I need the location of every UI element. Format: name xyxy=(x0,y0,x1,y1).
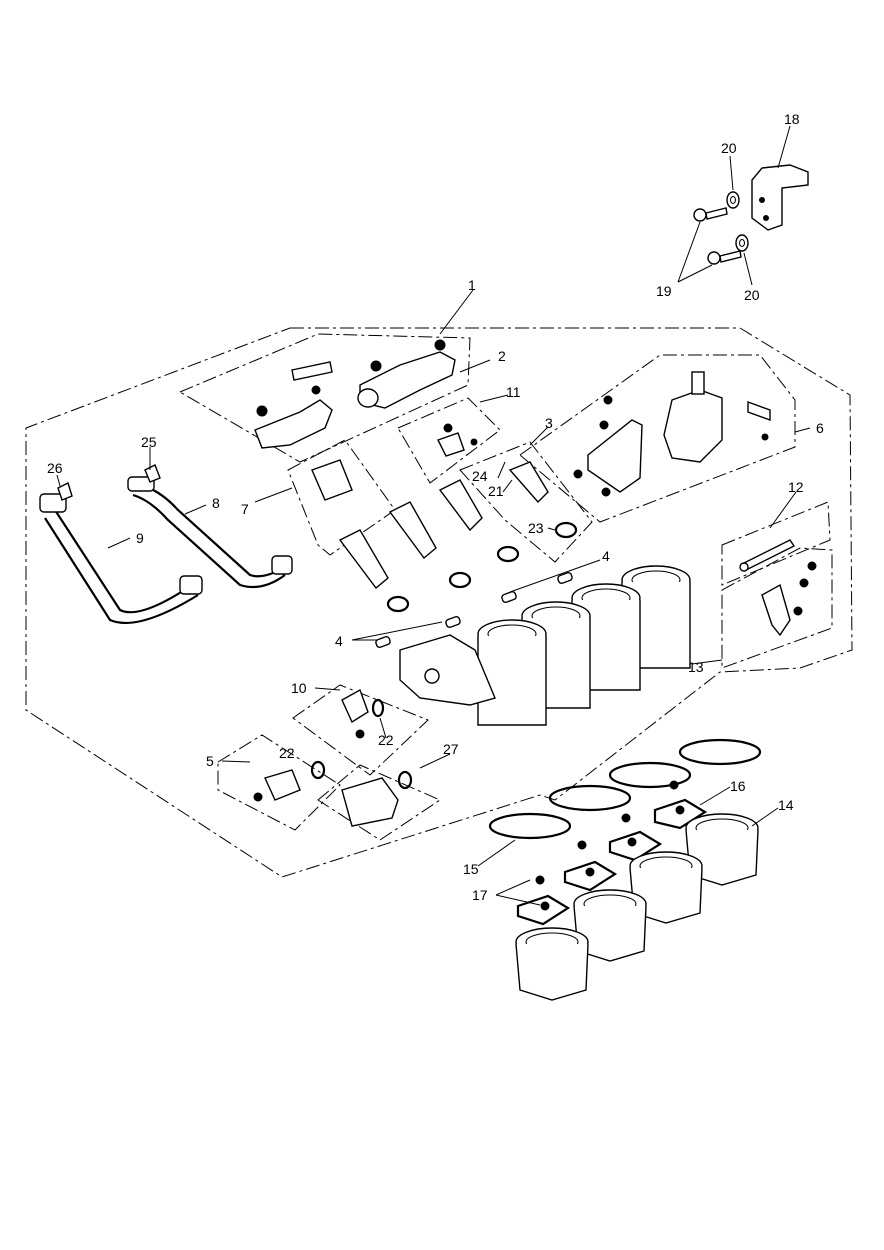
callout-25: 25 xyxy=(141,434,157,450)
callout-16: 16 xyxy=(730,778,746,794)
callout-4-left: 4 xyxy=(335,633,343,649)
group-6-outline xyxy=(519,354,796,523)
group-27-outline xyxy=(317,764,442,841)
callout-17: 17 xyxy=(472,887,488,903)
callout-20-top: 20 xyxy=(721,140,737,156)
callout-3: 3 xyxy=(545,415,553,431)
callout-20-bottom: 20 xyxy=(744,287,760,303)
throttle-lever-part xyxy=(254,339,456,449)
callout-23: 23 xyxy=(528,520,544,536)
callout-2: 2 xyxy=(498,348,506,364)
connector-part-26 xyxy=(57,482,73,501)
sensor-part-10 xyxy=(341,688,385,739)
callout-7: 7 xyxy=(241,501,249,517)
bracket-part-18 xyxy=(751,164,809,231)
group-7-outline xyxy=(287,439,396,556)
callout-13: 13 xyxy=(688,659,704,675)
group-3-outline xyxy=(459,441,593,563)
connector-part-25 xyxy=(144,464,161,483)
washer-part-20b xyxy=(735,234,749,252)
callout-9: 9 xyxy=(136,530,144,546)
screw-part-19b xyxy=(707,250,742,265)
o-ring-part-23 xyxy=(386,521,578,613)
pin-part-4 xyxy=(375,571,573,649)
fuel-hose-part-8 xyxy=(127,476,293,589)
callout-6: 6 xyxy=(816,420,824,436)
fuel-hose-part-9 xyxy=(39,493,203,624)
fuel-injector-part xyxy=(311,459,549,590)
screw-part-17 xyxy=(535,780,685,911)
screw-part-19a xyxy=(693,207,728,222)
sensor-part-5 xyxy=(253,760,326,802)
mounting-bracket-part-6 xyxy=(573,371,771,497)
hose-clamp-part-15 xyxy=(488,738,762,840)
callout-1: 1 xyxy=(468,277,476,293)
callout-21: 21 xyxy=(488,483,504,499)
callout-5: 5 xyxy=(206,753,214,769)
sensor-part-11 xyxy=(437,423,478,457)
main-assembly-outline xyxy=(25,327,853,878)
washer-part-20a xyxy=(726,191,740,209)
sensor-part-27 xyxy=(341,770,413,827)
rail-part-12 xyxy=(739,539,796,572)
callout-24: 24 xyxy=(472,468,488,484)
callout-22-upper: 22 xyxy=(378,732,394,748)
callout-27: 27 xyxy=(443,741,459,757)
group-12-outline xyxy=(721,501,831,586)
callout-4-top: 4 xyxy=(602,548,610,564)
callout-11: 11 xyxy=(506,384,521,400)
leader-lines xyxy=(56,125,811,906)
callout-14: 14 xyxy=(778,797,794,813)
group-11-outline xyxy=(397,397,501,484)
group-2-outline xyxy=(178,333,471,463)
clip-part-13 xyxy=(761,561,817,637)
group-13-outline xyxy=(721,547,833,669)
intake-boot-part-14 xyxy=(515,813,759,1001)
callout-18: 18 xyxy=(784,111,800,127)
callout-8: 8 xyxy=(212,495,220,511)
callout-15: 15 xyxy=(463,861,479,877)
callout-labels: 18 20 20 19 1 2 11 3 6 25 26 24 21 12 7 … xyxy=(47,111,824,903)
callout-22-lower: 22 xyxy=(279,745,295,761)
throttle-body-part xyxy=(399,565,691,726)
callout-12: 12 xyxy=(788,479,804,495)
callout-19: 19 xyxy=(656,283,672,299)
group-10-outline xyxy=(292,684,429,776)
callout-10: 10 xyxy=(291,680,307,696)
group-5-outline xyxy=(217,734,341,831)
callout-26: 26 xyxy=(47,460,63,476)
